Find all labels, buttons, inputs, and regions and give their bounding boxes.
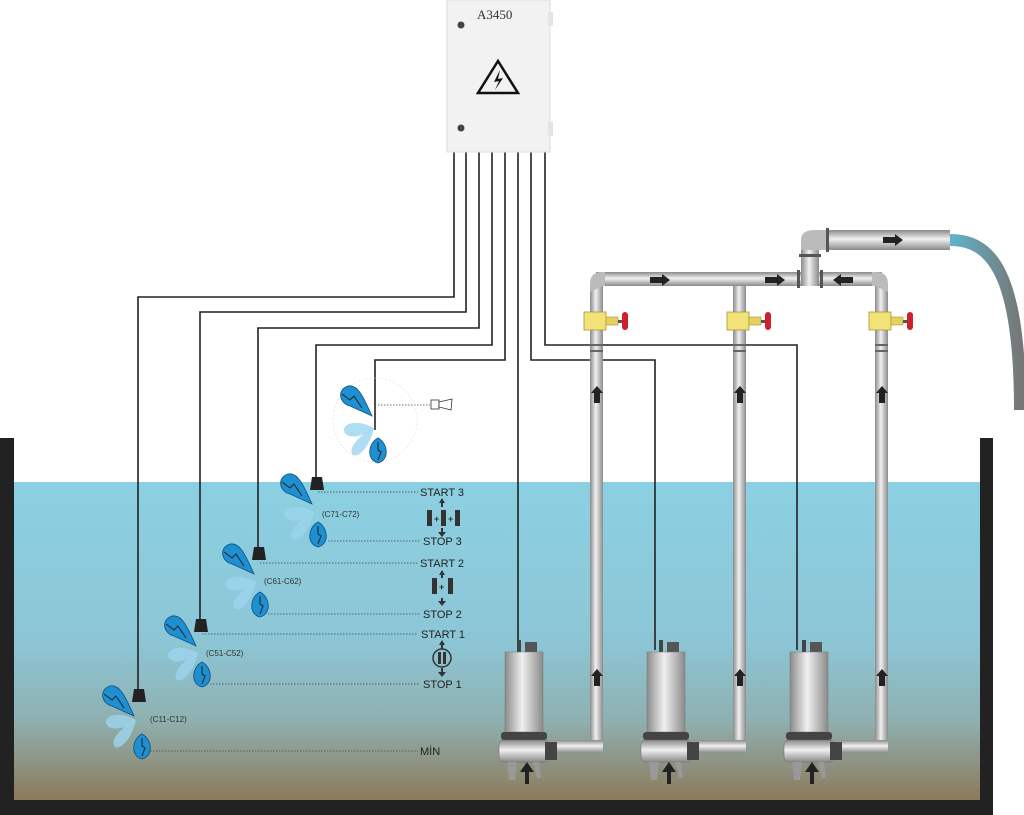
- gate-valve-3[interactable]: [868, 311, 914, 331]
- svg-text:+: +: [434, 514, 439, 524]
- tank: [0, 438, 993, 815]
- gate-valve-1[interactable]: [583, 311, 629, 331]
- svg-text:+: +: [448, 514, 453, 524]
- float-code-c11: (C11-C12): [150, 715, 187, 724]
- high-voltage-warning-icon: [475, 58, 521, 95]
- float-switch-c71: [280, 473, 327, 548]
- level-start-1: START 1: [421, 629, 465, 641]
- two-pumps-icon: +: [432, 570, 453, 606]
- control-box-model: A3450: [477, 7, 512, 22]
- cables: [137, 152, 798, 690]
- discharge-hose: [949, 234, 1024, 411]
- level-start-3: START 3: [420, 487, 464, 499]
- float-code-c61: (C61-C62): [264, 577, 302, 586]
- level-start-2: START 2: [420, 558, 464, 570]
- float-switch-c11: [102, 685, 151, 760]
- float-switch-c51: [164, 615, 211, 688]
- control-box[interactable]: A3450: [446, 0, 553, 153]
- gate-valve-2[interactable]: [726, 311, 772, 331]
- float-code-c51: (C51-C52): [206, 649, 244, 658]
- svg-text:+: +: [439, 582, 444, 592]
- level-lines: [150, 404, 430, 752]
- float-switch-alarm: [332, 377, 418, 464]
- alternating-pump-icon: [432, 640, 452, 677]
- level-stop-2: STOP 2: [423, 609, 462, 621]
- level-min: MİN: [420, 745, 440, 758]
- piping: [545, 228, 950, 753]
- float-code-c71: (C71-C72): [322, 510, 360, 519]
- three-pumps-icon: + +: [427, 498, 460, 537]
- alarm-horn-icon: [430, 398, 453, 411]
- level-stop-3: STOP 3: [423, 536, 462, 548]
- float-switch-c61: [222, 543, 269, 618]
- level-stop-1: STOP 1: [423, 679, 462, 691]
